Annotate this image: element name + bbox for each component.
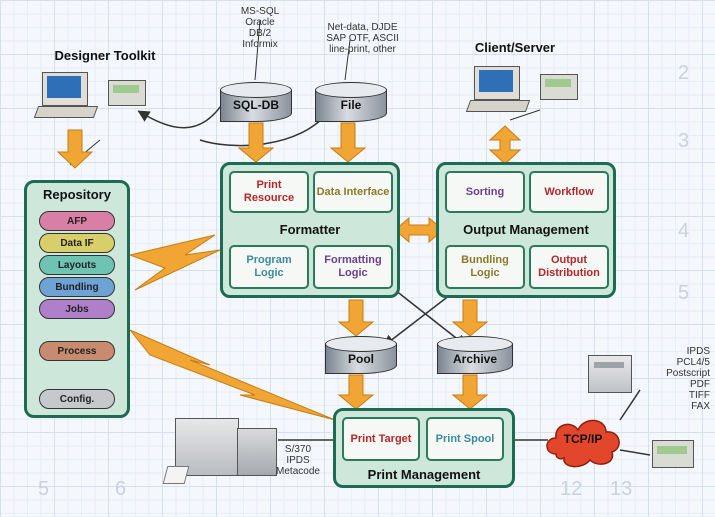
output-management-panel: Sorting Workflow Output Management Bundl… (436, 162, 616, 298)
file-note: SAP OTF, ASCII (326, 33, 399, 44)
pool-to-print-arrow (337, 374, 375, 410)
repository-title: Repository (43, 187, 111, 202)
format-item: PDF (690, 379, 710, 390)
tcp-ip-cloud-icon (546, 419, 620, 468)
formatter-title: Formatter (279, 222, 341, 237)
sql-note: Informix (242, 39, 278, 50)
grid-number: 12 (560, 478, 583, 500)
sql-note: MS-SQL (240, 6, 280, 17)
repository-item-afp: AFP (39, 211, 115, 231)
print-note: S/370 (284, 444, 312, 455)
output-distribution-cell: Output Distribution (529, 245, 609, 289)
archive-label: Archive (452, 352, 498, 366)
tcp-ip-label: TCP/IP (563, 432, 603, 446)
print-notes: S/370 IPDS Metacode (268, 444, 328, 477)
print-resource-cell: Print Resource (229, 171, 309, 213)
bundling-logic-cell: Bundling Logic (445, 245, 525, 289)
client-cable (509, 109, 541, 121)
repository-formatter-bolt (128, 234, 221, 291)
print-management-title: Print Management (367, 467, 481, 482)
formatter-to-archive-connector (394, 289, 468, 347)
laser-printer-icon (588, 355, 632, 393)
output-to-pool-connector (382, 294, 451, 347)
archive-cylinder: Archive (437, 336, 513, 374)
sql-note: Oracle (245, 17, 275, 28)
format-item: Postscript (666, 368, 710, 379)
repository-item-jobs: Jobs (39, 299, 115, 319)
file-label: File (340, 98, 362, 112)
repository-process: Process (39, 341, 115, 361)
designer-toolkit-title: Designer Toolkit (54, 48, 156, 63)
repository-item-bundling: Bundling (39, 277, 115, 297)
program-logic-cell: Program Logic (229, 245, 309, 289)
format-item: FAX (691, 401, 710, 412)
designer-printer-icon (108, 80, 146, 106)
repository-item-data-if: Data IF (39, 233, 115, 253)
sql-to-formatter-arrow (237, 122, 275, 163)
print-spool-cell: Print Spool (426, 417, 504, 461)
repository-print-bolt (129, 329, 336, 421)
print-note: IPDS (286, 455, 310, 466)
formatter-panel: Print Resource Data Interface Formatter … (220, 162, 400, 298)
sql-note-connector (254, 19, 261, 81)
repository-item-layouts: Layouts (39, 255, 115, 275)
output-formats: IPDS PCL4/5 Postscript PDF TIFF FAX (630, 346, 710, 412)
production-printer-icon (162, 418, 277, 484)
workflow-cell: Workflow (529, 171, 609, 213)
output-management-title: Output Management (463, 222, 589, 237)
file-to-designer-connector (199, 109, 331, 147)
archive-to-print-arrow (451, 374, 489, 410)
file-note: line-print, other (329, 44, 396, 55)
print-note: Metacode (276, 466, 320, 477)
client-computer-icon (465, 66, 531, 112)
client-printer-icon (540, 74, 578, 100)
designer-to-repository-arrow (56, 129, 94, 169)
network-to-printer2-connector (619, 449, 651, 456)
client-server-title: Client/Server (474, 40, 556, 55)
client-output-arrow (488, 125, 522, 165)
grid-number: 6 (115, 478, 127, 500)
output-to-archive-arrow (451, 299, 489, 337)
grid-number: 3 (678, 130, 690, 152)
file-cylinder: File (315, 82, 387, 122)
sql-notes: MS-SQL Oracle DB/2 Informix (225, 6, 295, 50)
data-interface-cell: Data Interface (313, 171, 393, 213)
sql-note: DB/2 (248, 28, 272, 39)
format-item: TIFF (688, 390, 710, 401)
repository-panel: Repository AFP Data IF Layouts Bundling … (24, 180, 130, 418)
grid-number: 5 (678, 282, 690, 304)
network-printer-icon (652, 440, 694, 468)
pool-label: Pool (348, 352, 374, 366)
sorting-cell: Sorting (445, 171, 525, 213)
sql-db-label: SQL-DB (233, 98, 279, 112)
grid-number: 13 (610, 478, 633, 500)
designer-computer-icon (33, 72, 99, 118)
format-item: PCL4/5 (676, 357, 710, 368)
sql-to-designer-connector (137, 99, 226, 129)
formatting-logic-cell: Formatting Logic (313, 245, 393, 289)
grid-number: 4 (678, 220, 690, 242)
format-item: IPDS (686, 346, 710, 357)
file-note-connector (344, 39, 351, 81)
file-notes: Net-data, DJDE SAP OTF, ASCII line-print… (305, 22, 420, 55)
print-management-panel: Print Target Print Spool Print Managemen… (333, 408, 515, 488)
file-note: Net-data, DJDE (327, 22, 398, 33)
grid-number: 5 (38, 478, 50, 500)
pool-cylinder: Pool (325, 336, 397, 374)
sql-db-cylinder: SQL-DB (220, 82, 292, 122)
file-to-formatter-arrow (329, 122, 367, 163)
grid-number: 2 (678, 62, 690, 84)
repository-config: Config. (39, 389, 115, 409)
formatter-to-pool-arrow (337, 299, 375, 337)
network-to-printer-connector (619, 389, 641, 421)
print-target-cell: Print Target (342, 417, 420, 461)
